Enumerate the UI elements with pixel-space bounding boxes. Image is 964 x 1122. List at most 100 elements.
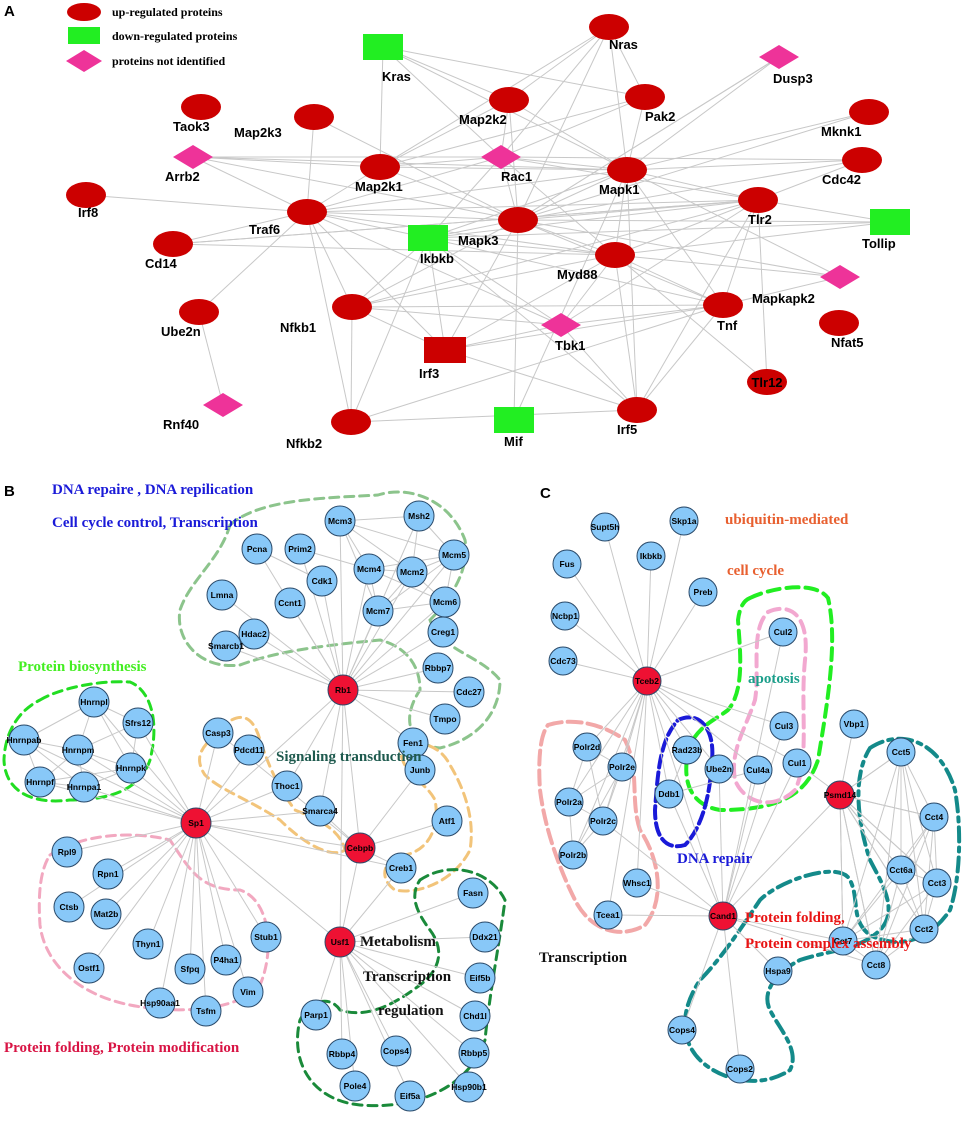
node-b-smarca4[interactable]: Smarca4 (302, 795, 338, 827)
node-ikbkb[interactable]: Ikbkb (408, 225, 454, 266)
node-c-polr2e[interactable]: Polr2e (607, 752, 637, 782)
node-c-ikbkb[interactable]: Ikbkb (636, 541, 666, 571)
node-mapk3[interactable]: Mapk3 (458, 207, 538, 248)
node-b-fasn[interactable]: Fasn (457, 877, 489, 909)
node-b-creb1[interactable]: Creb1 (385, 852, 417, 884)
node-b-rbbp5[interactable]: Rbbp5 (458, 1037, 490, 1069)
node-b-mcm6[interactable]: Mcm6 (429, 586, 461, 618)
node-b-tsfm[interactable]: Tsfm (190, 995, 222, 1027)
node-mif[interactable]: Mif (494, 407, 534, 449)
node-b-lmna[interactable]: Lmna (206, 579, 238, 611)
node-nfkb2[interactable]: Nfkb2 (286, 409, 371, 451)
node-nfat5[interactable]: Nfat5 (819, 310, 864, 350)
node-map2k2[interactable]: Map2k2 (459, 87, 529, 127)
node-b-rbbp4[interactable]: Rbbp4 (326, 1038, 358, 1070)
node-c-rad23b[interactable]: Rad23b (672, 735, 703, 765)
node-b-cebpb[interactable]: Cebpb (344, 832, 376, 864)
node-b-parp1[interactable]: Parp1 (300, 999, 332, 1031)
node-ube2n[interactable]: Ube2n (161, 299, 219, 339)
node-b-stub1[interactable]: Stub1 (250, 921, 282, 953)
node-c-polr2d[interactable]: Polr2d (572, 732, 602, 762)
node-c-polr2b[interactable]: Polr2b (558, 840, 588, 870)
node-c-tcea1[interactable]: Tcea1 (593, 900, 623, 930)
node-c-polr2a[interactable]: Polr2a (554, 787, 584, 817)
node-b-pdcd11[interactable]: Pdcd11 (233, 734, 265, 766)
node-traf6[interactable]: Traf6 (249, 199, 327, 237)
node-b-junb[interactable]: Junb (404, 754, 436, 786)
node-c-cct4[interactable]: Cct4 (919, 802, 949, 832)
node-c-cct3[interactable]: Cct3 (922, 868, 952, 898)
node-c-preb[interactable]: Preb (688, 577, 718, 607)
node-tnf[interactable]: Tnf (703, 292, 743, 333)
node-tollip[interactable]: Tollip (862, 209, 910, 251)
node-c-cul4a[interactable]: Cul4a (743, 755, 773, 785)
node-c-vbp1[interactable]: Vbp1 (839, 709, 869, 739)
node-c-skp1a[interactable]: Skp1a (669, 506, 699, 536)
node-c-cct5[interactable]: Cct5 (886, 737, 916, 767)
node-b-eif5b[interactable]: Eif5b (464, 962, 496, 994)
node-b-prim2[interactable]: Prim2 (284, 533, 316, 565)
node-c-cul1[interactable]: Cul1 (782, 748, 812, 778)
node-mknk1[interactable]: Mknk1 (821, 99, 889, 139)
node-c-ddb1[interactable]: Ddb1 (654, 779, 684, 809)
node-b-mcm3[interactable]: Mcm3 (324, 505, 356, 537)
node-c-ncbp1[interactable]: Ncbp1 (550, 601, 580, 631)
node-b-msh2[interactable]: Msh2 (403, 500, 435, 532)
node-b-sfpq[interactable]: Sfpq (174, 953, 206, 985)
node-nras[interactable]: Nras (589, 14, 638, 52)
node-b-vim[interactable]: Vim (232, 976, 264, 1008)
node-b-hnrnpk[interactable]: Hnrnpk (115, 752, 147, 784)
node-b-rb1[interactable]: Rb1 (327, 674, 359, 706)
node-c-fus[interactable]: Fus (552, 549, 582, 579)
node-b-mcm4[interactable]: Mcm4 (353, 553, 385, 585)
node-b-mcm7[interactable]: Mcm7 (362, 595, 394, 627)
node-rac1[interactable]: Rac1 (481, 145, 532, 184)
node-c-cdc73[interactable]: Cdc73 (548, 646, 578, 676)
node-b-hnrnpl[interactable]: Hnrnpl (78, 686, 110, 718)
node-b-mcm5[interactable]: Mcm5 (438, 539, 470, 571)
node-b-rpn1[interactable]: Rpn1 (92, 858, 124, 890)
node-b-ccnt1[interactable]: Ccnt1 (274, 587, 306, 619)
node-nfkb1[interactable]: Nfkb1 (280, 294, 372, 335)
node-c-cct6a[interactable]: Cct6a (886, 855, 916, 885)
node-myd88[interactable]: Myd88 (557, 242, 635, 282)
node-b-eif5a[interactable]: Eif5a (394, 1080, 426, 1112)
node-b-cdc27[interactable]: Cdc27 (453, 676, 485, 708)
node-b-cdk1[interactable]: Cdk1 (306, 565, 338, 597)
node-map2k3[interactable]: Map2k3 (234, 104, 334, 140)
node-b-hnrnpa1[interactable]: Hnrnpa1 (67, 771, 102, 803)
node-b-hnrnpf[interactable]: Hnrnpf (24, 766, 56, 798)
node-b-p4ha1[interactable]: P4ha1 (210, 944, 242, 976)
node-b-chd1l[interactable]: Chd1l (459, 1000, 491, 1032)
node-b-pole4[interactable]: Pole4 (339, 1070, 371, 1102)
node-b-ddx21[interactable]: Ddx21 (469, 921, 501, 953)
node-b-hsp90aa1[interactable]: Hsp90aa1 (140, 987, 180, 1019)
node-tlr12[interactable]: Tlr12 (747, 369, 787, 395)
node-c-cct8[interactable]: Cct8 (861, 950, 891, 980)
node-b-tmpo[interactable]: Tmpo (429, 703, 461, 735)
node-c-tceb2[interactable]: Tceb2 (632, 666, 662, 696)
node-b-hnrnpm[interactable]: Hnrnpm (62, 734, 95, 766)
node-c-cul3[interactable]: Cul3 (769, 711, 799, 741)
node-c-supt5h[interactable]: Supt5h (590, 512, 620, 542)
node-b-rbbp7[interactable]: Rbbp7 (422, 652, 454, 684)
node-b-smarcb1[interactable]: Smarcb1 (208, 630, 244, 662)
node-c-cct7[interactable]: Cct7 (828, 926, 858, 956)
node-b-sp1[interactable]: Sp1 (180, 807, 212, 839)
node-c-cul2[interactable]: Cul2 (768, 617, 798, 647)
node-pak2[interactable]: Pak2 (625, 84, 675, 124)
node-map2k1[interactable]: Map2k1 (355, 154, 403, 194)
node-b-creg1[interactable]: Creg1 (427, 616, 459, 648)
node-tlr2[interactable]: Tlr2 (738, 187, 778, 227)
node-b-hnrnpab[interactable]: Hnrnpab (7, 724, 42, 756)
node-c-cops4[interactable]: Cops4 (667, 1015, 697, 1045)
node-b-mcm2[interactable]: Mcm2 (396, 556, 428, 588)
node-b-atf1[interactable]: Atf1 (431, 805, 463, 837)
node-irf5[interactable]: Irf5 (617, 397, 657, 437)
node-b-hsp90b1[interactable]: Hsp90b1 (451, 1071, 487, 1103)
node-arrb2[interactable]: Arrb2 (165, 145, 213, 184)
node-taok3[interactable]: Taok3 (173, 94, 221, 134)
node-tbk1[interactable]: Tbk1 (541, 313, 585, 353)
node-rnf40[interactable]: Rnf40 (163, 393, 243, 432)
node-dusp3[interactable]: Dusp3 (759, 45, 813, 86)
